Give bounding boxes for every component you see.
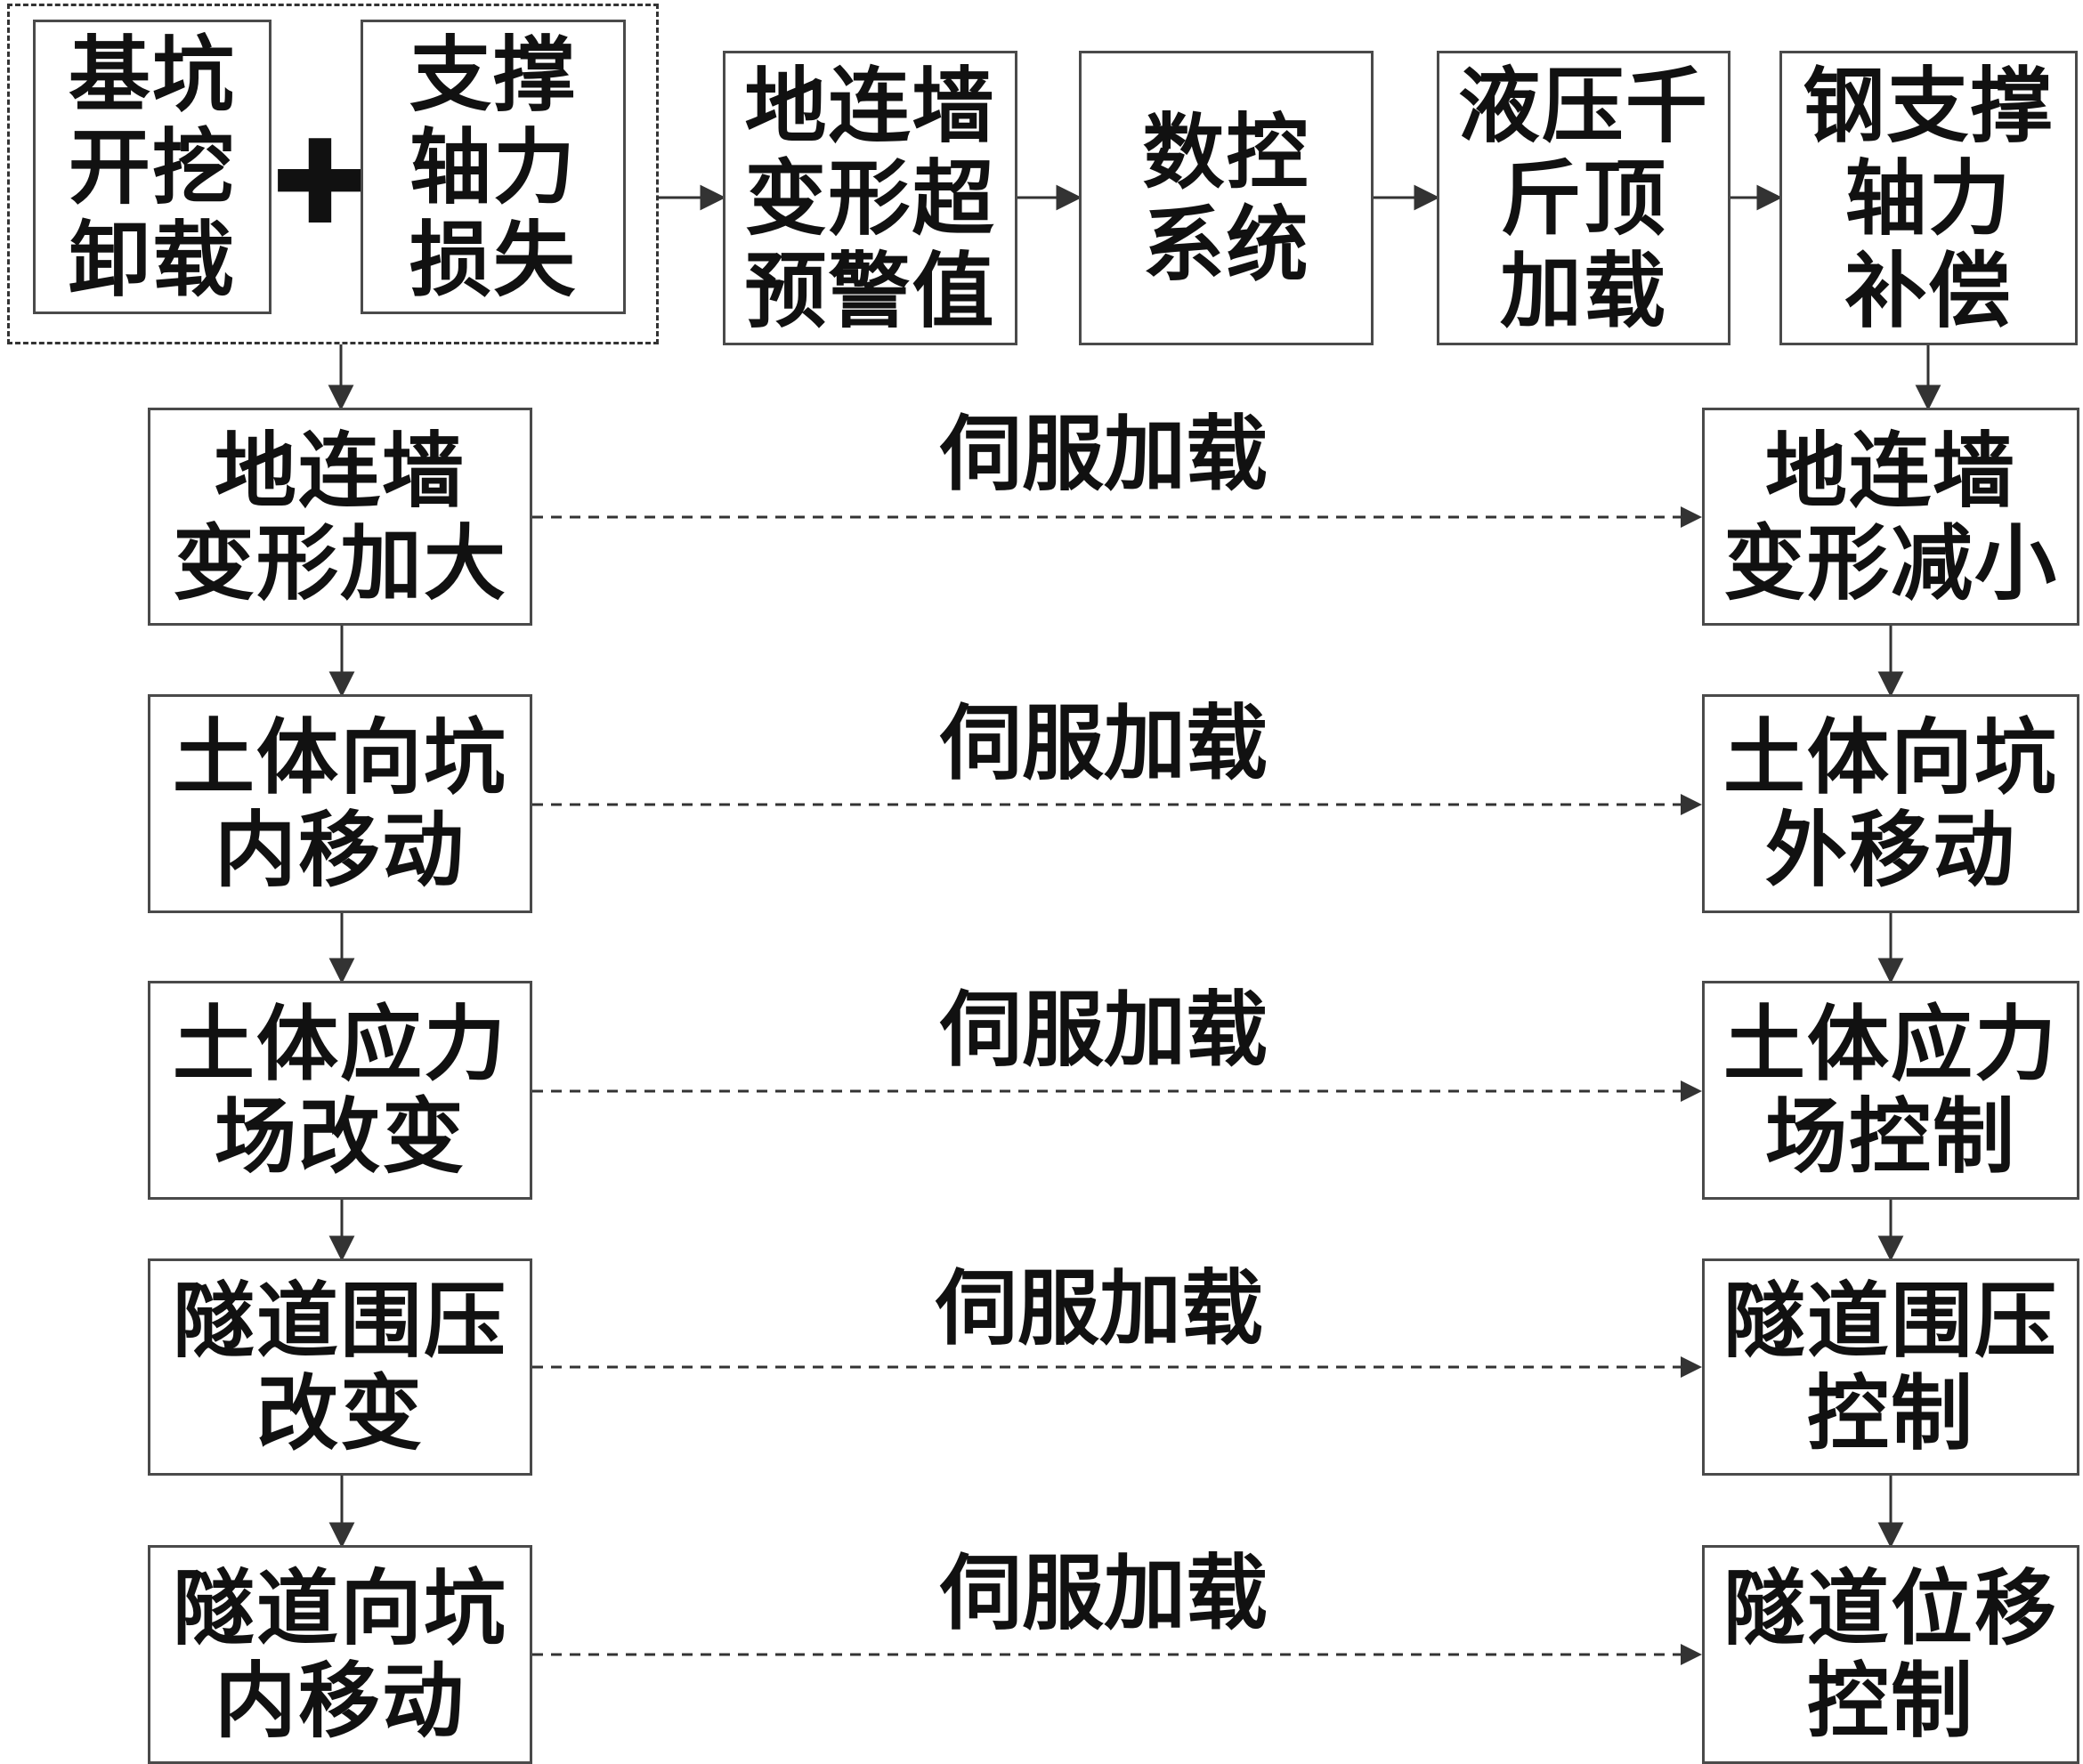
- right-box-5: 隧道位移 控制: [1702, 1545, 2079, 1764]
- arrowhead: [1681, 1080, 1702, 1102]
- arrowhead: [1681, 1356, 1702, 1378]
- left-box-1: 地连墙 变形加大: [148, 408, 532, 626]
- arrowhead: [328, 1235, 355, 1262]
- arrowhead: [328, 384, 354, 411]
- arrowhead: [328, 1522, 355, 1549]
- arrowhead: [328, 671, 355, 698]
- right-box-3: 土体应力 场控制: [1702, 981, 2079, 1200]
- box-steel-strut-compensation-text: 钢支撑 轴力 补偿: [1803, 57, 2055, 339]
- left-box-1-text: 地连墙 变形加大: [172, 422, 507, 611]
- right-box-1: 地连墙 变形减小: [1702, 408, 2079, 626]
- arrowhead: [1681, 794, 1702, 815]
- arrowhead: [1877, 1235, 1904, 1262]
- arrowhead: [1877, 671, 1904, 698]
- left-box-2: 土体向坑 内移动: [148, 694, 532, 913]
- right-box-1-text: 地连墙 变形减小: [1722, 422, 2058, 611]
- plus-icon: ✚: [272, 115, 369, 250]
- arrowhead: [1877, 1522, 1904, 1549]
- servo-loading-label-3: 伺服加载: [939, 982, 1268, 1078]
- arrowhead: [1877, 958, 1904, 984]
- arrowhead: [1414, 184, 1440, 211]
- servo-loading-label-2: 伺服加载: [939, 695, 1268, 791]
- left-box-5-text: 隧道向坑 内移动: [172, 1560, 507, 1749]
- left-box-2-text: 土体向坑 内移动: [172, 709, 507, 898]
- arrowhead: [1915, 384, 1941, 411]
- box-wall-deformation-warning-text: 地连墙 变形超 预警值: [744, 57, 996, 339]
- box-strut-force-loss-text: 支撑 轴力 损失: [409, 26, 577, 308]
- box-wall-deformation-warning: 地连墙 变形超 预警值: [723, 51, 1017, 345]
- arrowhead: [1681, 506, 1702, 528]
- arrowhead: [1681, 1644, 1702, 1665]
- box-excavation-unloading-text: 基坑 开挖 卸载: [68, 26, 236, 308]
- arrowhead: [1756, 184, 1783, 211]
- right-box-4: 隧道围压 控制: [1702, 1258, 2079, 1476]
- left-box-3: 土体应力 场改变: [148, 981, 532, 1200]
- left-box-4-text: 隧道围压 改变: [172, 1273, 507, 1461]
- box-excavation-unloading: 基坑 开挖 卸载: [33, 20, 272, 314]
- box-hydraulic-jack-loading: 液压千 斤顶 加载: [1437, 51, 1730, 345]
- box-cnc-system: 数控 系统: [1079, 51, 1374, 345]
- servo-loading-label-5: 伺服加载: [939, 1545, 1268, 1641]
- servo-loading-label-1: 伺服加载: [939, 406, 1268, 502]
- left-box-3-text: 土体应力 场改变: [172, 996, 507, 1185]
- right-box-2: 土体向坑 外移动: [1702, 694, 2079, 913]
- arrowhead: [328, 958, 355, 984]
- left-box-5: 隧道向坑 内移动: [148, 1545, 532, 1764]
- right-box-4-text: 隧道围压 控制: [1722, 1273, 2058, 1461]
- left-box-4: 隧道围压 改变: [148, 1258, 532, 1476]
- box-hydraulic-jack-loading-text: 液压千 斤顶 加载: [1457, 57, 1709, 339]
- box-steel-strut-compensation: 钢支撑 轴力 补偿: [1779, 51, 2078, 345]
- unloading-group: [7, 4, 659, 344]
- arrowhead: [1056, 184, 1082, 211]
- right-box-3-text: 土体应力 场控制: [1722, 996, 2058, 1185]
- arrowhead: [700, 184, 726, 211]
- right-box-2-text: 土体向坑 外移动: [1722, 709, 2058, 898]
- right-box-5-text: 隧道位移 控制: [1722, 1560, 2058, 1749]
- box-cnc-system-text: 数控 系统: [1142, 103, 1310, 293]
- box-strut-force-loss: 支撑 轴力 损失: [361, 20, 626, 314]
- servo-loading-label-4: 伺服加载: [935, 1260, 1263, 1356]
